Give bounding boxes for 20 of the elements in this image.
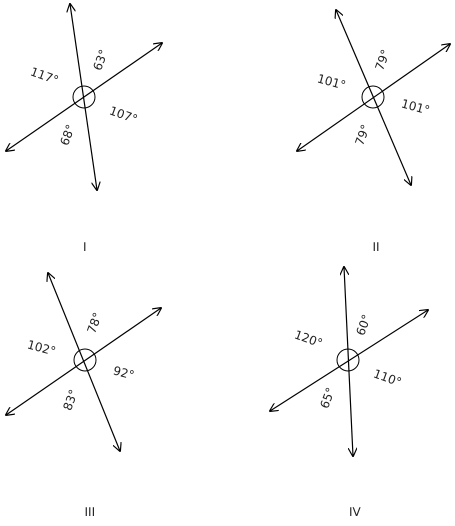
angle-measure-label: 110° xyxy=(371,367,403,389)
angle-measure-label: 102° xyxy=(25,338,56,358)
angle-measure-label: 117° xyxy=(28,65,60,87)
angle-measure-label: 101° xyxy=(399,97,430,117)
angle-measure-label: 60° xyxy=(354,312,372,338)
figure-numeral: I xyxy=(83,241,87,253)
angle-measure-label: 79° xyxy=(352,122,372,148)
angle-measure-label: 92° xyxy=(111,364,135,382)
angle-measure-label: 68° xyxy=(58,122,76,148)
figure-numeral: II xyxy=(372,241,380,253)
angle-measure-label: 107° xyxy=(107,104,139,126)
angle-measure-label: 65° xyxy=(318,386,336,410)
angle-measure-label: 101° xyxy=(315,72,346,92)
angle-measure-label: 83° xyxy=(60,388,80,412)
angle-measure-label: 78° xyxy=(84,310,104,336)
angle-measure-label: 63° xyxy=(90,48,110,72)
figure-numeral: IV xyxy=(349,506,361,518)
angle-measure-label: 120° xyxy=(292,328,324,350)
angle-measure-label: 79° xyxy=(372,48,392,72)
figure-numeral: III xyxy=(84,506,96,518)
